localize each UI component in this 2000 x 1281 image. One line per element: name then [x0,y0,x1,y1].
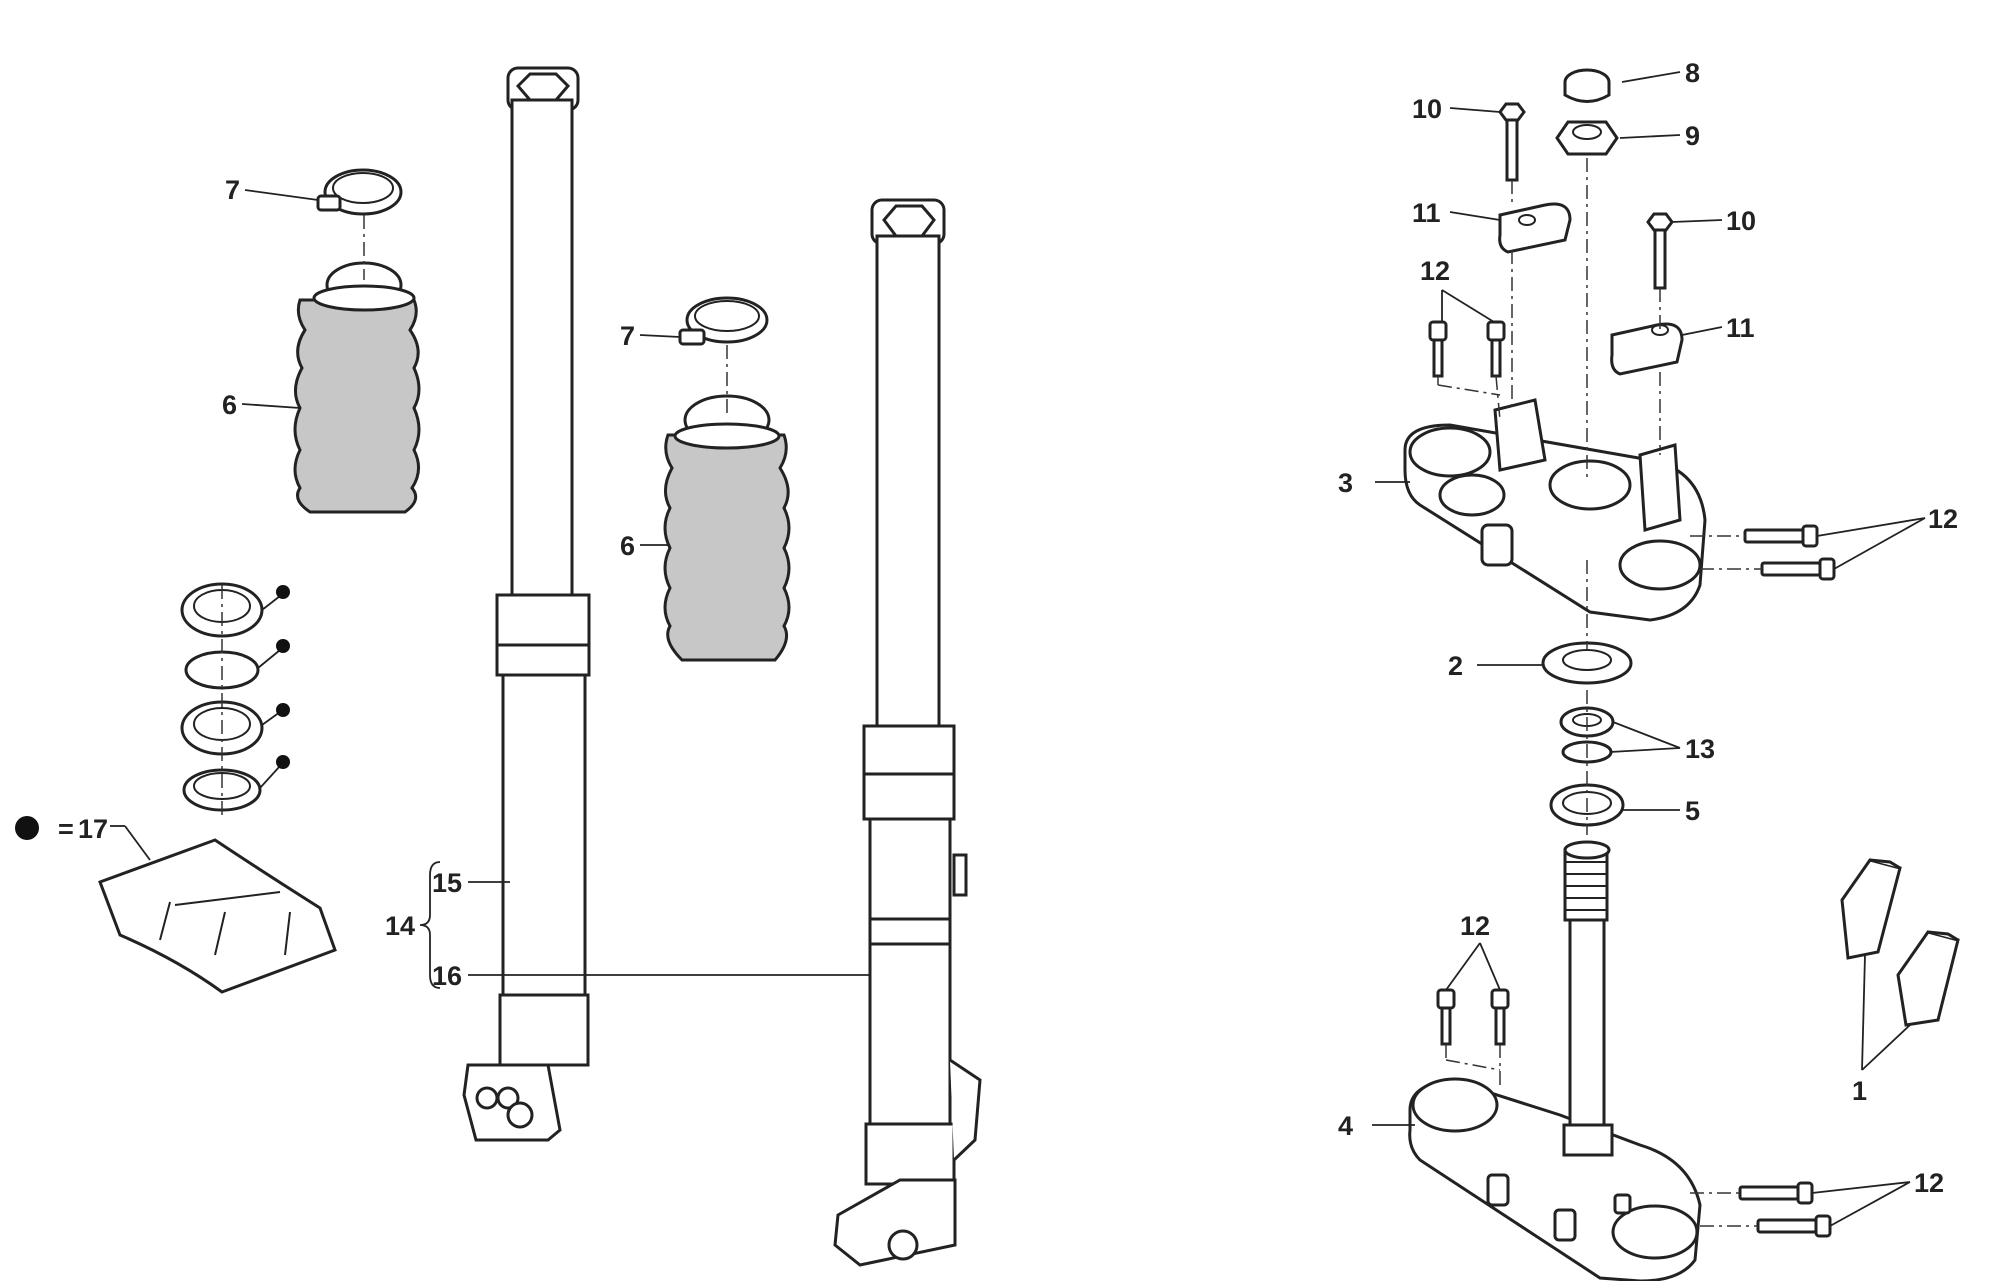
handlebar-clamp-right [1610,322,1684,376]
callout-7-right: 7 [620,321,635,351]
clamp-bolts-lower-pair [1436,988,1510,1046]
hose-clamp-left [316,168,403,216]
rubber-blocks [1840,858,1960,1027]
seal-kit-rings [180,582,290,815]
callout-12-upper-right: 12 [1928,504,1958,534]
callout-5: 5 [1685,796,1700,826]
callout-10-right: 10 [1726,206,1756,236]
callout-12-lower-right: 12 [1914,1168,1944,1198]
kit-equals-label: = [58,814,74,844]
fork-leg-left [462,66,591,1142]
callout-12-upper-pair: 12 [1420,256,1450,286]
fork-leg-right [833,198,982,1267]
dust-boot-left [293,261,421,514]
callout-3: 3 [1338,468,1353,498]
callout-7-left: 7 [225,175,240,205]
callout-16: 16 [432,961,462,991]
callout-13: 13 [1685,734,1715,764]
callout-9: 9 [1685,121,1700,151]
handlebar-bolt-left [1498,102,1526,182]
upper-triple-clamp [1403,398,1707,622]
callout-10-left: 10 [1412,94,1442,124]
callout-6-left: 6 [222,390,237,420]
stem-nut [1555,120,1619,156]
kit-number-label: 17 [78,814,108,844]
callout-11-left: 11 [1412,198,1441,228]
callout-11-right: 11 [1726,313,1755,343]
callout-1: 1 [1852,1076,1867,1106]
lower-triple-clamp [1408,1077,1702,1281]
handlebar-clamp-left [1498,202,1572,254]
kit-bullet-icon [15,816,39,840]
callout-8: 8 [1685,58,1700,88]
callout-15: 15 [432,868,462,898]
stem-cap [1563,68,1611,103]
callout-4: 4 [1338,1111,1353,1141]
dust-boot-right [663,394,791,662]
hose-clamp-right [678,296,769,346]
clamp-bolts-upper-pair [1428,320,1506,378]
callout-2: 2 [1448,651,1463,681]
assembly-center-lines [363,158,1762,1227]
seal-kit-bag [98,838,337,994]
steering-stem [1562,840,1614,1157]
callout-6-right: 6 [620,531,635,561]
pinch-bolts-lower [1738,1181,1832,1238]
pinch-bolts-upper [1743,524,1836,581]
handlebar-bolt-right [1646,212,1674,290]
callout-14: 14 [385,911,415,941]
callout-12-lower-pair: 12 [1460,911,1490,941]
leader-lines [241,71,1926,1227]
